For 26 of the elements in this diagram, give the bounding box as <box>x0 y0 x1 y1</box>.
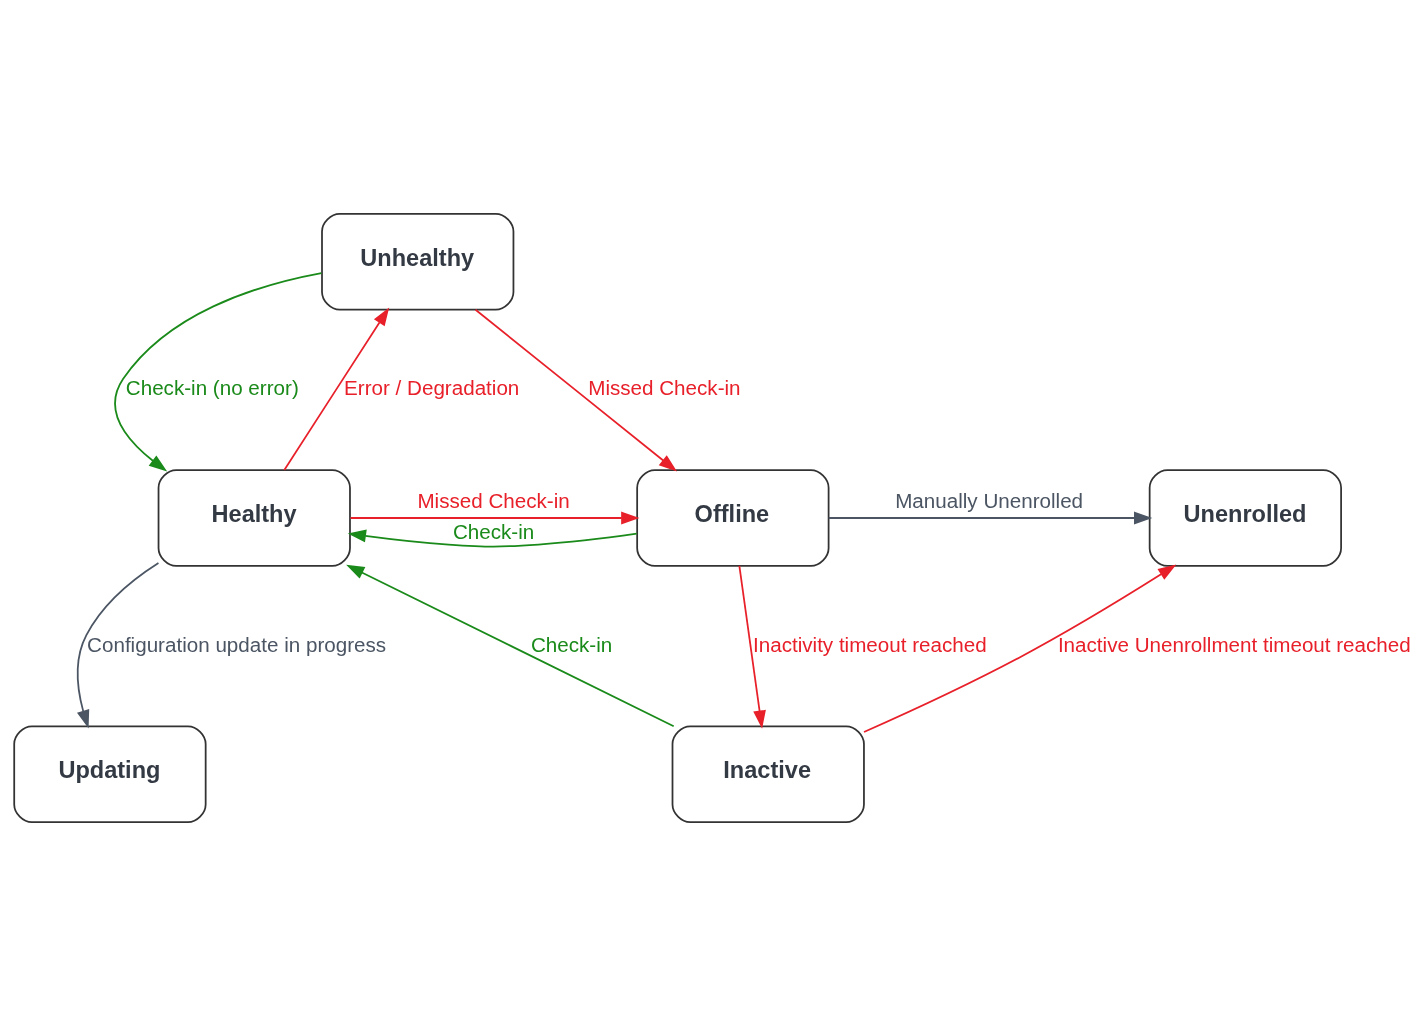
edge-label: Missed Check-in <box>417 488 570 512</box>
node-box: Unenrolled <box>1148 468 1342 567</box>
edge-label: Inactive Unenrollment timeout reached <box>1057 632 1411 656</box>
edge-label: Check-in <box>530 632 613 656</box>
node-box: Offline <box>636 468 830 567</box>
node-box: Updating <box>13 725 207 823</box>
arrow <box>283 306 390 471</box>
arrow <box>863 564 1177 733</box>
edge-label: Missed Check-in <box>588 375 741 399</box>
edge-label: Error / Degradation <box>344 375 520 399</box>
arrow <box>738 564 766 729</box>
arrow <box>347 529 638 547</box>
arrow <box>349 511 640 524</box>
node-box: Inactive <box>671 725 865 823</box>
edge-label: Manually Unenrolled <box>895 488 1084 512</box>
arrow <box>114 271 323 471</box>
edge-label: Configuration update in progress <box>87 632 387 656</box>
edge-label: Inactivity timeout reached <box>753 632 987 656</box>
node-box: Unhealthy <box>321 212 515 310</box>
arrow <box>827 511 1153 524</box>
arrow <box>76 561 160 728</box>
arrow <box>346 564 675 727</box>
node-box: Healthy <box>157 468 351 567</box>
arrow <box>474 308 677 472</box>
edge-label: Check-in <box>452 519 535 543</box>
edge-label: Check-in (no error) <box>125 375 299 399</box>
